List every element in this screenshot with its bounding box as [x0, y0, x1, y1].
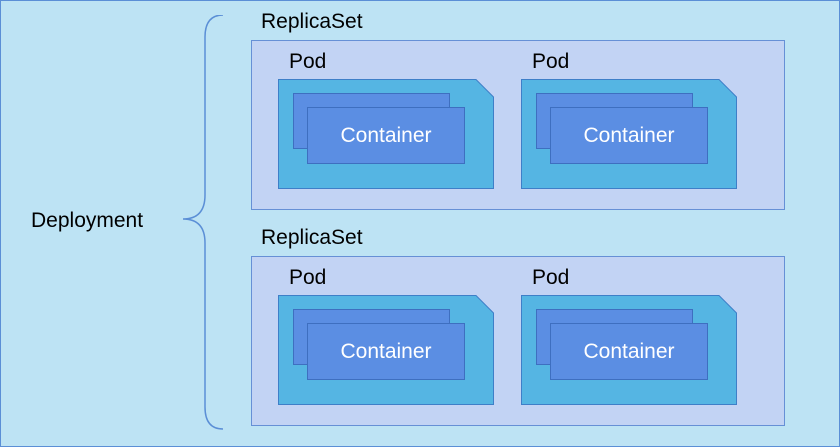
replicaset-label: ReplicaSet: [261, 226, 363, 249]
pod: Container: [521, 79, 737, 189]
container-box: Container: [550, 107, 708, 164]
replicaset-box: Pod Container Pod Container: [251, 40, 785, 210]
replicaset-box: Pod Container Pod Container: [251, 256, 785, 426]
pod: Container: [521, 295, 737, 405]
pod-label: Pod: [532, 266, 570, 289]
replicaset-label: ReplicaSet: [261, 10, 363, 33]
pod-label: Pod: [532, 50, 570, 73]
pod-label: Pod: [289, 50, 327, 73]
deployment-brace: [182, 15, 224, 430]
container-box: Container: [550, 323, 708, 380]
pod: Container: [278, 79, 494, 189]
container-box: Container: [307, 107, 465, 164]
container-box: Container: [307, 323, 465, 380]
deployment-label: Deployment: [31, 209, 144, 232]
pod: Container: [278, 295, 494, 405]
pod-label: Pod: [289, 266, 327, 289]
